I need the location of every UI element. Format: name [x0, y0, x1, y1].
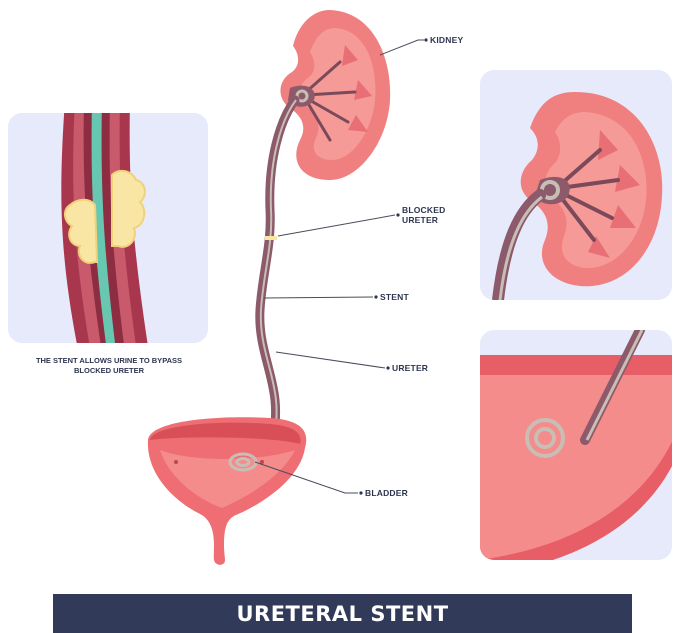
- leader-kidney: [380, 40, 424, 55]
- label-ureter: URETER: [392, 363, 428, 373]
- page-title: URETERAL STENT: [236, 602, 448, 626]
- inset-caption-line1: THE STENT ALLOWS URINE TO BYPASS: [6, 356, 212, 366]
- label-bladder: BLADDER: [365, 488, 408, 498]
- label-blocked-ureter: BLOCKED URETER: [402, 205, 445, 225]
- inset-caption: THE STENT ALLOWS URINE TO BYPASS BLOCKED…: [6, 356, 212, 376]
- leader-ureter: [276, 352, 385, 368]
- label-kidney: KIDNEY: [430, 35, 463, 45]
- title-banner: URETERAL STENT: [53, 594, 632, 633]
- leader-blocked-ureter: [278, 215, 395, 236]
- kidney: [280, 10, 390, 180]
- leader-stent: [264, 297, 373, 298]
- bladder-closeup-inset: [470, 330, 673, 575]
- inset-caption-line2: BLOCKED URETER: [6, 366, 212, 376]
- bladder: [148, 417, 306, 565]
- label-stent: STENT: [380, 292, 409, 302]
- label-blocked-ureter-line1: BLOCKED: [402, 205, 445, 215]
- label-blocked-ureter-line2: URETER: [402, 215, 445, 225]
- kidney-closeup-inset: [480, 70, 672, 300]
- blockage-marker: [265, 236, 277, 240]
- blocked-ureter-inset: [8, 100, 208, 360]
